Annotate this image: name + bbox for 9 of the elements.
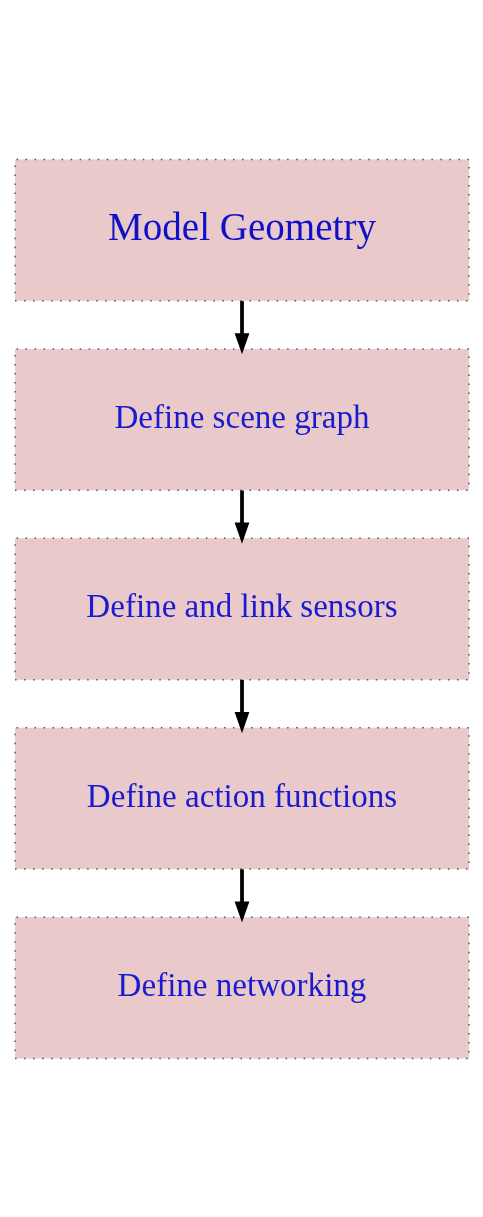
node-box: Model Geometry xyxy=(13,158,470,302)
node-box: Define and link sensors xyxy=(13,537,470,680)
node-box: Define networking xyxy=(13,915,470,1059)
arrow xyxy=(234,868,249,923)
arrow xyxy=(234,679,249,733)
node-box: Define scene graph xyxy=(13,347,470,491)
arrow xyxy=(234,490,249,544)
node-box: Define action functions xyxy=(13,726,470,870)
arrow xyxy=(234,300,249,354)
